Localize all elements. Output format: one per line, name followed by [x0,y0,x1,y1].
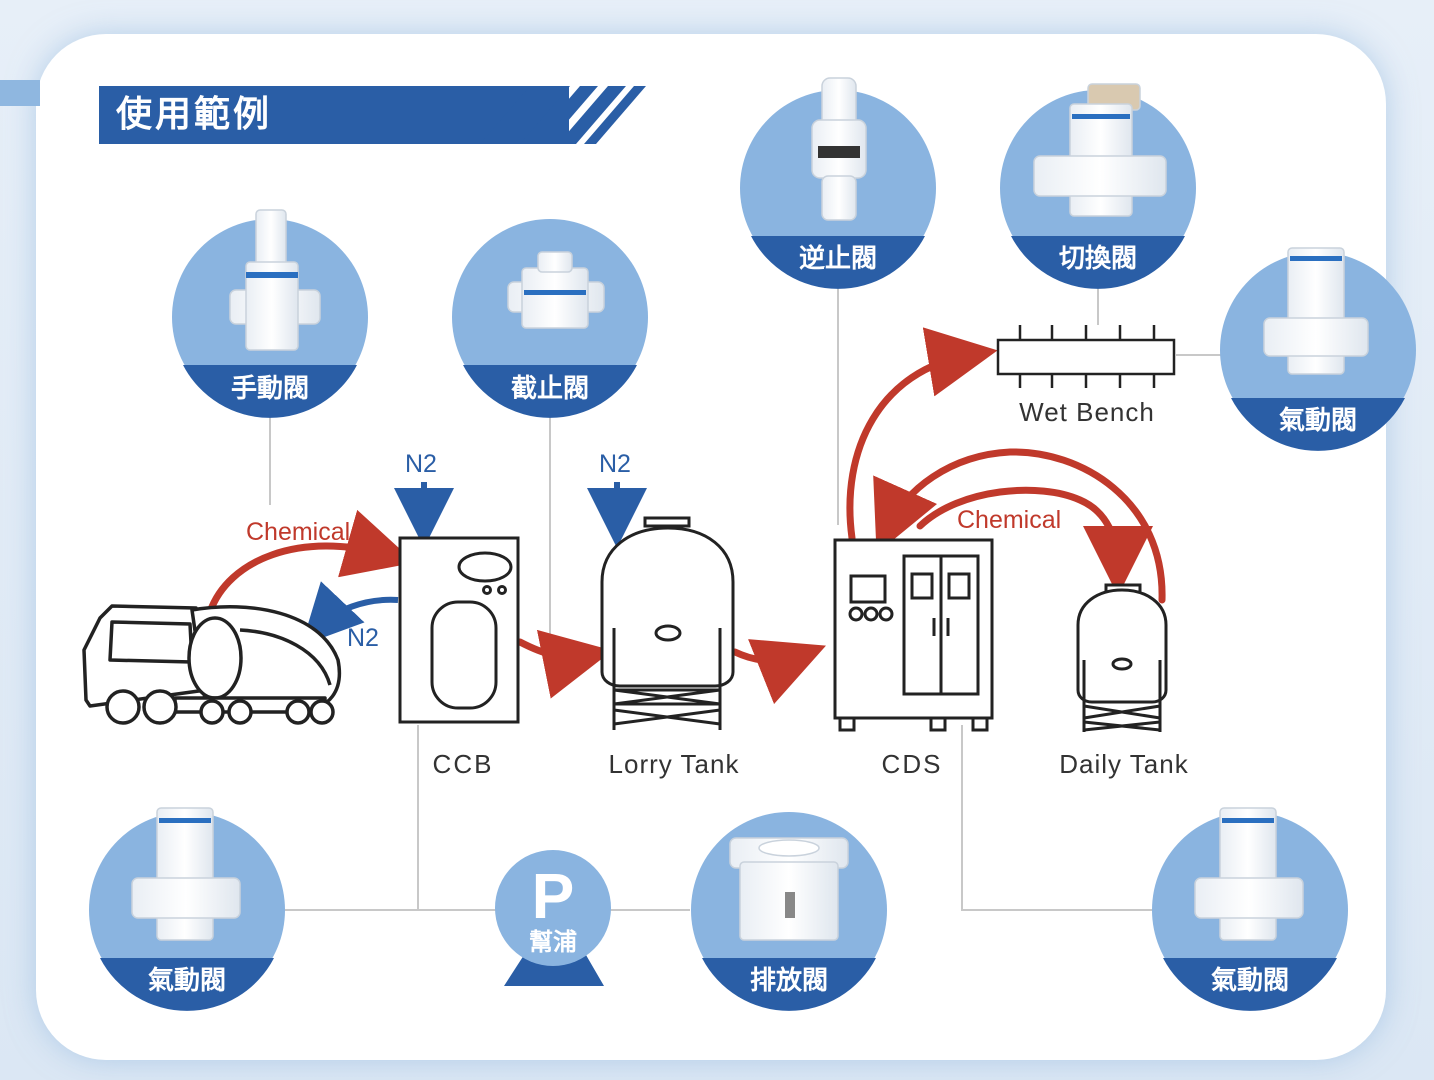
valve-drain: 排放閥 [691,812,887,1011]
valve-switch: 切換閥 [1000,83,1196,289]
wet-bench-label: Wet Bench [1019,397,1155,427]
tanker-truck [82,604,341,725]
valve-pneumatic-bottom-right: 氣動閥 [1152,807,1348,1011]
pneumatic-valve-icon-right [1263,247,1369,375]
ccb-label: CCB [433,749,494,779]
chemical-flow-arrows [206,327,1166,705]
ccb-cabinet [398,536,520,724]
lorry-tank-vessel [600,516,735,730]
daily-tank-label: Daily Tank [1059,749,1188,779]
pneumatic-valve-icon-bottom-right [1194,807,1304,941]
pump-label: 幫浦 [529,928,577,956]
n2-label-lorry: N2 [599,450,631,478]
pump-letter: P [532,860,575,932]
flow-ccb-to-lorry [516,629,613,699]
chemical-label-left: Chemical [246,518,350,546]
check-valve-icon [811,77,867,221]
chemical-label-right: Chemical [957,506,1061,534]
flow-truck-to-ccb [206,509,415,616]
cds-cabinet [833,538,994,732]
valve-check: 逆止閥 [740,77,936,289]
valve-stop: 截止閥 [452,219,648,418]
valve-pneumatic-bottom-left: 氣動閥 [89,807,285,1011]
n2-label-ccb: N2 [405,450,437,478]
valve-label-switch: 切換閥 [1059,244,1137,274]
valve-label-pneumatic-bottom-left: 氣動閥 [148,965,226,996]
valve-pneumatic-right: 氣動閥 [1220,247,1416,451]
valve-label-pneumatic-right: 氣動閥 [1279,405,1357,436]
drain-valve-icon [729,837,849,941]
connector-lines [269,280,1222,911]
pneumatic-valve-icon-bottom-left [131,807,241,941]
flow-cds-to-daily [916,486,1153,596]
equipment-labels: CCB Lorry Tank CDS Daily Tank Wet Bench [433,397,1188,779]
n2-label-return: N2 [347,624,379,652]
valve-label-manual: 手動閥 [231,374,309,404]
wet-bench-unit [996,325,1176,388]
flow-lorry-to-cds [731,639,827,705]
valve-label-check: 逆止閥 [799,243,877,274]
page-title: 使用範例 [116,94,273,135]
title-banner-stripes [480,86,646,144]
cds-label: CDS [882,749,943,779]
n2-arrows [301,482,647,646]
pump: P 幫浦 [495,850,611,986]
valve-label-stop: 截止閥 [511,374,589,404]
lorry-tank-label: Lorry Tank [609,749,740,779]
flow-labels: Chemical Chemical N2 N2 N2 [246,450,1061,652]
manual-valve-icon [229,209,321,351]
daily-tank-vessel [1076,583,1168,732]
valve-badges: 手動閥 截止閥 逆止閥 [89,77,1416,1011]
switch-valve-icon [1033,83,1167,217]
flow-cds-to-wetbench [846,327,998,542]
stop-valve-icon [507,251,605,329]
valve-label-drain: 排放閥 [750,965,828,996]
left-tab-accent [0,80,40,106]
valve-label-pneumatic-bottom-right: 氣動閥 [1211,965,1289,996]
valve-manual: 手動閥 [172,209,368,418]
